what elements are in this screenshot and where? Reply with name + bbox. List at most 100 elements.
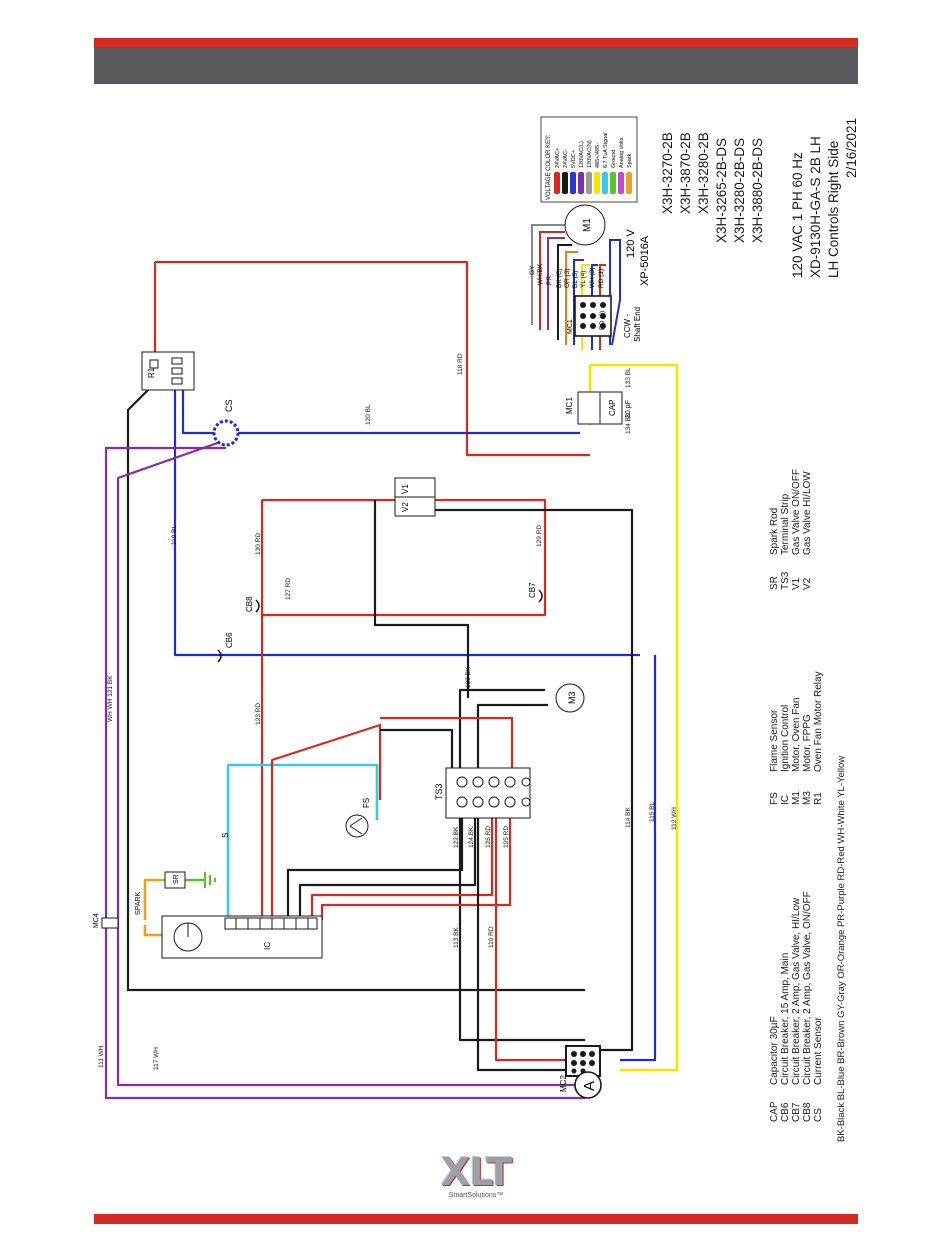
wire-labels: 118 RD 120 BL 119 BL 130 RD 127 RD 129 R… (98, 353, 678, 1070)
legend-code: TS3 (780, 571, 791, 590)
legend-code: FS (769, 792, 780, 805)
model-1: X3H-3870-2B (678, 132, 693, 214)
current-sensor-cs: CS (212, 399, 240, 447)
wire-117-wh (116, 438, 585, 1087)
voltage-key: VOLTAGE COLOR KEY: 24VAC+24VAC-5VDC+120V… (540, 116, 638, 203)
legend-desc: Capacitor 30µF (769, 1016, 780, 1085)
mc1-label: MC1 (565, 397, 574, 414)
fs-label: FS (362, 798, 371, 808)
model-3: X3H-3265-2B-DS (714, 138, 729, 243)
wire-113-bk (476, 805, 585, 1072)
voltage-swatch (562, 172, 568, 194)
motor-harness (531, 224, 621, 350)
voltage-swatch (602, 172, 608, 194)
lbl-118: 118 RD (457, 353, 464, 375)
spec-1: XD-9130H-GA-S 2B LH (808, 136, 823, 278)
mw-9: RD (6) (599, 311, 606, 330)
lbl-121: WH WH 121 BK (107, 675, 114, 722)
lbl-127: 127 RD (285, 578, 292, 600)
legend-desc: Gas Valve HI/LOW (802, 471, 813, 555)
logo-sub: SmartSolutions™ (448, 1192, 504, 1199)
motor-ccw: CCW - (623, 314, 632, 338)
connector-mc2: MC2 A (559, 1045, 602, 1099)
mw-6: YL (4) (580, 271, 587, 288)
lbl-130: 130 RD (255, 533, 262, 555)
wire-126-rd (310, 805, 512, 920)
mw-4: OR (3) (564, 269, 571, 289)
wire-main-bk (126, 389, 585, 992)
lbl-113: 113 BK (453, 926, 460, 948)
header-bar (94, 38, 858, 84)
voltage-key-label: Ground (611, 150, 617, 168)
mw-8: RD (1) (598, 269, 605, 288)
lbl-123: 123 RD (255, 703, 262, 725)
cb8-label: CB8 (245, 596, 254, 612)
voltage-swatch (570, 172, 576, 194)
motor-m1: M1 MC1 120 V XP-5016A CCW - Shaft End (564, 204, 651, 342)
legend-code: V1 (791, 577, 802, 590)
legend-desc: Circuit Breaker, 2 Amp, Gas Valve, ON/OF… (802, 891, 813, 1085)
spec-0: 120 VAC 1 PH 60 Hz (790, 152, 805, 278)
logo-mark: XLT (440, 1150, 512, 1194)
mw-7: WH (2) (589, 267, 596, 288)
voltage-swatch (626, 172, 632, 194)
cap-mc1-block: MC1 CAP 30 µF (565, 391, 632, 425)
legend-desc: Circuit Breaker, 2 Amp, Gas Valve, HI/Lo… (791, 897, 802, 1085)
ignition-control-ic: IC (161, 915, 323, 959)
r1-label: R1 (147, 367, 156, 378)
wire-minus-bk (380, 728, 454, 790)
wire-110-rd (494, 805, 585, 1062)
wire-120-bl (181, 390, 580, 435)
mc4-label: MC4 (93, 913, 100, 928)
legend-desc: Ignition Control (780, 705, 791, 772)
lbl-129: 129 RD (536, 525, 543, 547)
spec-2: LH Controls Right Side (826, 141, 841, 278)
legend-code: CB8 (802, 1102, 813, 1122)
motor-volt: 120 V (625, 229, 637, 258)
lbl-134: 134 BL (625, 413, 632, 434)
mw-2: PR (546, 276, 553, 285)
lbl-122: 122 BK (453, 826, 460, 848)
xlt-logo: XLT SmartSolutions™ (428, 1152, 524, 1200)
spec-3: 2/16/2021 (844, 118, 859, 178)
legend-desc: Current Sensor (813, 1017, 824, 1085)
motor-shaft: Shaft End (633, 307, 642, 342)
circuit-breakers: CB6 CB7 CB8 (217, 582, 543, 663)
legend-desc: Flame Sensor (769, 709, 780, 772)
lbl-119: 119 BL (171, 524, 178, 545)
voltage-key-title: VOLTAGE COLOR KEY: (546, 134, 552, 200)
lbl-128: 128 BK (465, 666, 472, 688)
flame-sensor-fs: FS (345, 798, 371, 838)
voltage-swatch (610, 172, 616, 194)
spark-label: SPARK (135, 891, 142, 915)
lbl-120: 120 BL (365, 404, 372, 425)
model-list: X3H-3270-2B X3H-3870-2B X3H-3280-2B X3H-… (660, 132, 765, 243)
a-label: A (581, 1081, 598, 1091)
legend-code: V2 (802, 577, 813, 590)
lbl-117: 117 WH (153, 1047, 160, 1070)
cb6-label: CB6 (225, 632, 234, 648)
lbl-114: 114 BK (625, 806, 632, 828)
v2-label: V2 (401, 502, 410, 512)
voltage-swatch (618, 172, 624, 194)
mw-3: BK (C) (556, 269, 563, 289)
ts3-label: TS3 (434, 783, 444, 800)
legend-code: SR (769, 576, 780, 590)
wire-115-bl (620, 655, 657, 1062)
voltage-key-label: 24VAC- (563, 149, 569, 168)
legend-code: CB6 (780, 1102, 791, 1122)
wire-128-bk (373, 500, 634, 1052)
legend-code: CAP (769, 1101, 780, 1122)
ic-label: IC (263, 942, 272, 950)
cap-label: CAP (608, 400, 617, 416)
spec-list: 120 VAC 1 PH 60 Hz XD-9130H-GA-S 2B LH L… (790, 118, 859, 278)
s-label: S (221, 833, 230, 838)
legend-code: IC (780, 795, 791, 805)
lbl-125: 125 RD (503, 826, 510, 848)
wire-112-wh (590, 363, 679, 1072)
lbl-111: 111 WH (98, 1045, 105, 1068)
legend-colors: BK-Black BL-Blue BR-Brown GY-Gray OR-Ora… (836, 756, 847, 1142)
model-4: X3H-3280-2B-DS (732, 138, 747, 243)
